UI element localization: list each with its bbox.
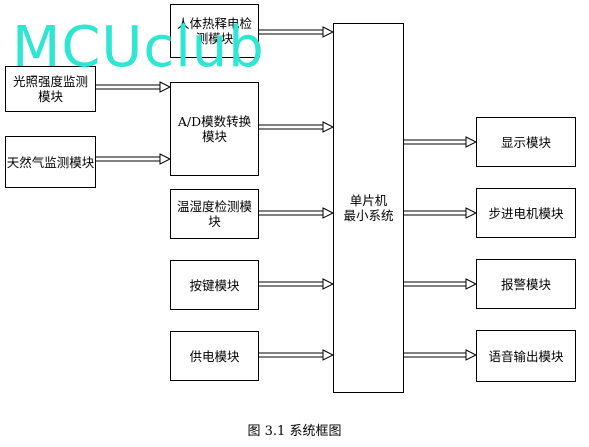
arrow-light-to-ad [95, 81, 172, 93]
block-power-supply: 供电模块 [170, 331, 259, 381]
block-temp-humidity: 温湿度检测模块 [170, 189, 259, 239]
block-pir-detection: 人体热释电检测模块 [170, 4, 259, 58]
watermark-text: MCUclub [12, 15, 265, 80]
arrow-mcu-to-alarm [403, 278, 478, 290]
block-alarm: 报警模块 [476, 259, 576, 309]
figure-caption: 图 3.1 系统框图 [247, 424, 342, 439]
block-voice-label: 语音输出模块 [488, 348, 564, 364]
arrow-pir-to-mcu [258, 26, 335, 38]
block-keys-label: 按键模块 [189, 277, 240, 293]
block-keys: 按键模块 [170, 260, 259, 310]
block-power-label: 供电模块 [189, 348, 240, 364]
arrow-power-to-mcu [258, 349, 335, 361]
block-mcu-minimum-system: 单片机 最小系统 [333, 23, 404, 393]
block-mcu-label-line2: 最小系统 [343, 208, 394, 223]
block-alarm-label: 报警模块 [500, 276, 551, 292]
block-light-label: 光照强度监测模块 [12, 74, 88, 104]
block-gas-label: 天然气监测模块 [6, 154, 95, 170]
block-ad-label: A/D模数转换模块 [177, 114, 252, 144]
block-voice-output: 语音输出模块 [476, 330, 576, 382]
block-stepper-label: 步进电机模块 [488, 205, 564, 221]
arrow-mcu-to-display [403, 136, 478, 148]
arrow-keys-to-mcu [258, 278, 335, 290]
block-gas-monitor: 天然气监测模块 [5, 136, 96, 188]
block-pir-label: 人体热释电检测模块 [176, 16, 252, 46]
block-temp-label: 温湿度检测模块 [176, 199, 252, 229]
arrow-mcu-to-voice [403, 349, 478, 361]
block-display: 显示模块 [476, 117, 576, 167]
arrow-temp-to-mcu [258, 207, 335, 219]
arrow-gas-to-ad [95, 153, 172, 165]
block-ad-converter: A/D模数转换模块 [170, 82, 259, 176]
block-stepper-motor: 步进电机模块 [476, 188, 576, 238]
arrow-mcu-to-stepper [403, 207, 478, 219]
block-display-label: 显示模块 [500, 134, 551, 150]
arrow-ad-to-mcu [258, 121, 335, 133]
block-light-intensity: 光照强度监测模块 [5, 66, 96, 112]
block-mcu-label-line1: 单片机 [349, 193, 388, 208]
